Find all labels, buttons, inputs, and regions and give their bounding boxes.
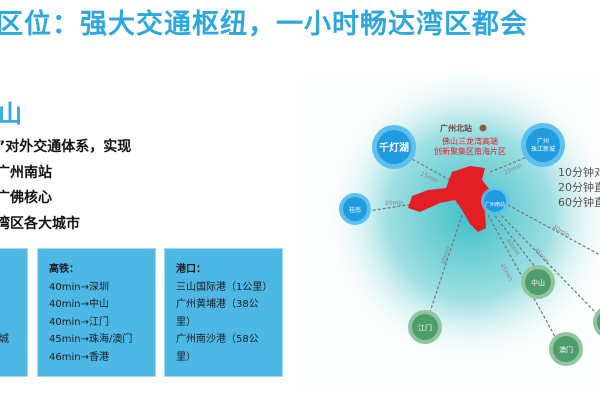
box-line: 新城 — [0, 334, 9, 345]
time-label: 20min — [385, 200, 404, 207]
svg-text:桂南: 桂南 — [349, 206, 361, 214]
time-label: 40min — [440, 245, 452, 265]
svg-text:中山: 中山 — [531, 278, 545, 287]
box-line: 40min→深圳 — [49, 281, 109, 293]
node-zhujiang: 广州 珠江新城 — [521, 123, 565, 167]
box-line: 46min→香港 — [49, 351, 109, 363]
box-line: 45min→珠海/澳门 — [49, 334, 133, 345]
transport-box-partial: 新城 — [0, 248, 28, 377]
svg-text:江门: 江门 — [418, 323, 432, 332]
page-title: 区位：强大交通枢纽，一小时畅达湾区都会 — [0, 9, 528, 40]
svg-text:澳门: 澳门 — [559, 345, 573, 354]
bullet-text: 广佛核心 — [0, 190, 52, 206]
svg-text:千灯湖: 千灯湖 — [379, 141, 409, 154]
box-header: 高铁： — [49, 264, 79, 275]
project-area — [408, 166, 490, 232]
train-icon — [479, 124, 487, 132]
box-line: 40min→中山 — [49, 299, 109, 310]
node-jiangmen: 江门 — [408, 310, 442, 344]
node-nanzhan: 广州南站 — [481, 187, 509, 215]
bullet-text: 湾区各大城市 — [0, 216, 80, 232]
node-partial-right — [593, 308, 600, 336]
box-line: 广州黄埔港（38公里） — [176, 299, 259, 328]
port-box: 港口： 三山国际港（1公里） 广州黄埔港（38公里） 广州南沙港（58公里） — [164, 248, 283, 377]
box-header: 港口： — [176, 264, 206, 275]
node-qiandenghu: 千灯湖 — [372, 125, 416, 169]
section-heading: 山 — [0, 100, 22, 128]
bullet-text: 广州南站 — [0, 165, 52, 181]
node-macau: 澳门 — [549, 332, 583, 366]
svg-text:珠江新城: 珠江新城 — [531, 145, 555, 153]
box-line: 三山国际港（1公里） — [176, 281, 273, 293]
project-label: 佛山三龙湾高端 — [442, 136, 498, 146]
legend-line: 60分钟直 — [558, 196, 600, 209]
svg-text:广州: 广州 — [537, 137, 549, 145]
north-station-label: 广州北站 — [440, 123, 472, 133]
legend-line: 20分钟直 — [558, 181, 600, 194]
box-line: 广州南沙港（58公里） — [176, 334, 259, 363]
project-label: 创新聚集区南海片区 — [434, 146, 506, 156]
legend-line: 10分钟对 — [558, 166, 600, 179]
rail-box: 高铁： 40min→深圳 40min→中山 40min→江门 45min→珠海/… — [37, 248, 156, 377]
bullet-text: ”对外交通体系，实现 — [0, 139, 132, 155]
svg-text:广州南站: 广州南站 — [485, 201, 505, 208]
node-zhongshan: 中山 — [521, 265, 555, 299]
box-line: 40min→江门 — [49, 316, 109, 328]
location-map: 15min 20min 20min 40min 40min 45min 45mi… — [300, 75, 600, 393]
node-guinan: 桂南 — [339, 193, 371, 225]
